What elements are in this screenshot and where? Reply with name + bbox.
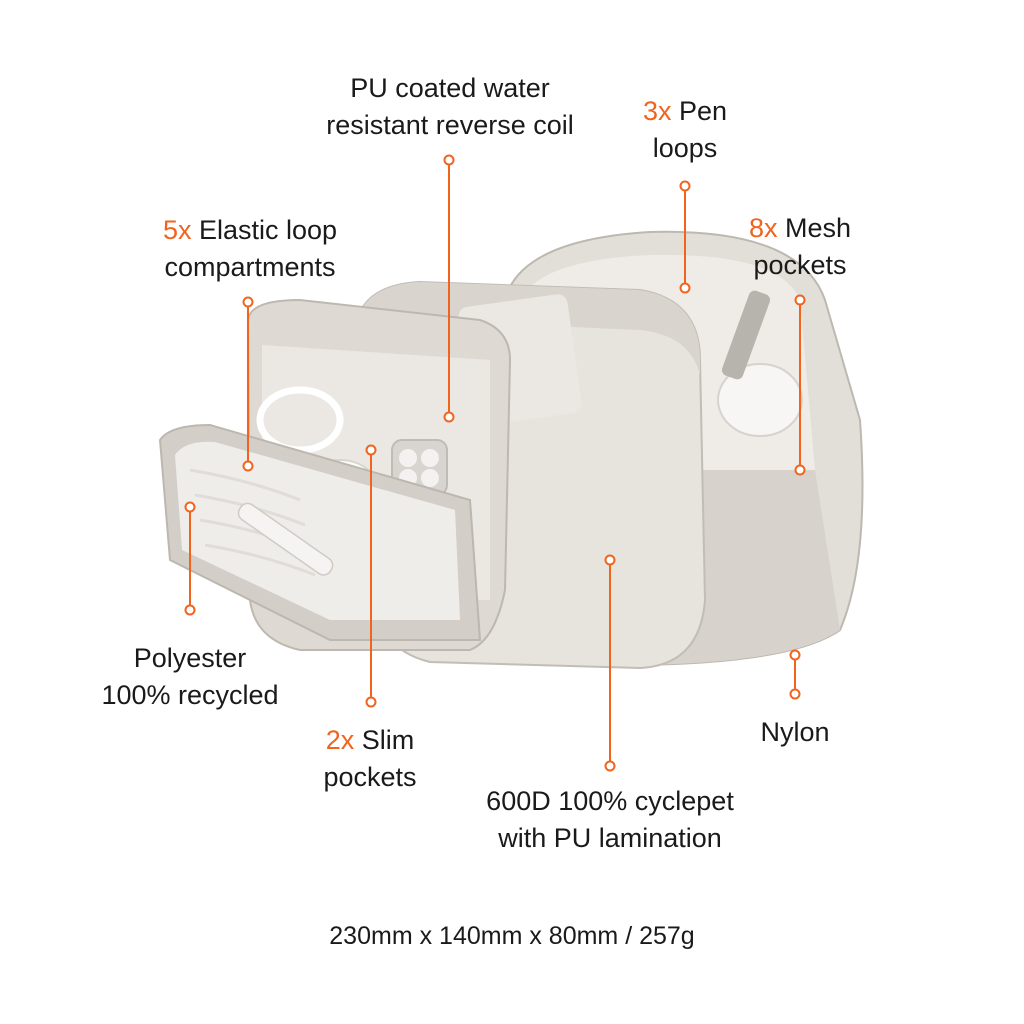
slim-pockets-text: Slim	[354, 725, 415, 755]
polyester-line1: Polyester	[133, 643, 247, 673]
pen-loops-line2: loops	[652, 133, 718, 163]
polyester-callout: Polyester 100% recycled	[60, 640, 320, 714]
pen-loops-text: Pen	[671, 96, 728, 126]
slim-pockets-callout: 2x Slim pockets	[290, 722, 450, 796]
callout-lines	[184, 154, 806, 772]
elastic-loop-text: Elastic loop	[191, 215, 338, 245]
mesh-pockets-line2: pockets	[753, 250, 847, 280]
mesh-pockets-callout: 8x Mesh pockets	[710, 210, 890, 284]
elastic-loop-line2: compartments	[164, 252, 336, 282]
pen-loops-count: 3x	[642, 96, 672, 126]
dimensions-weight: 230mm x 140mm x 80mm / 257g	[329, 922, 695, 950]
cyclepet-line1: 600D 100% cyclepet	[486, 786, 734, 816]
mesh-pockets-count: 8x	[748, 213, 778, 243]
mesh-pockets-text: Mesh	[777, 213, 852, 243]
pu-coil-line2: resistant reverse coil	[326, 110, 574, 140]
slim-pockets-line2: pockets	[323, 762, 417, 792]
elastic-loop-count: 5x	[162, 215, 192, 245]
pen-loops-callout: 3x Pen loops	[595, 93, 775, 167]
cyclepet-callout: 600D 100% cyclepet with PU lamination	[440, 783, 780, 857]
slim-pockets-count: 2x	[325, 725, 355, 755]
pu-coil-callout: PU coated water resistant reverse coil	[270, 70, 630, 144]
pu-coil-line1: PU coated water	[350, 73, 550, 103]
nylon-line1: Nylon	[760, 717, 830, 747]
polyester-line2: 100% recycled	[101, 680, 279, 710]
elastic-loop-callout: 5x Elastic loop compartments	[120, 212, 380, 286]
left-pouch-illustration	[158, 298, 512, 651]
nylon-callout: Nylon	[735, 714, 855, 751]
cyclepet-line2: with PU lamination	[498, 823, 722, 853]
